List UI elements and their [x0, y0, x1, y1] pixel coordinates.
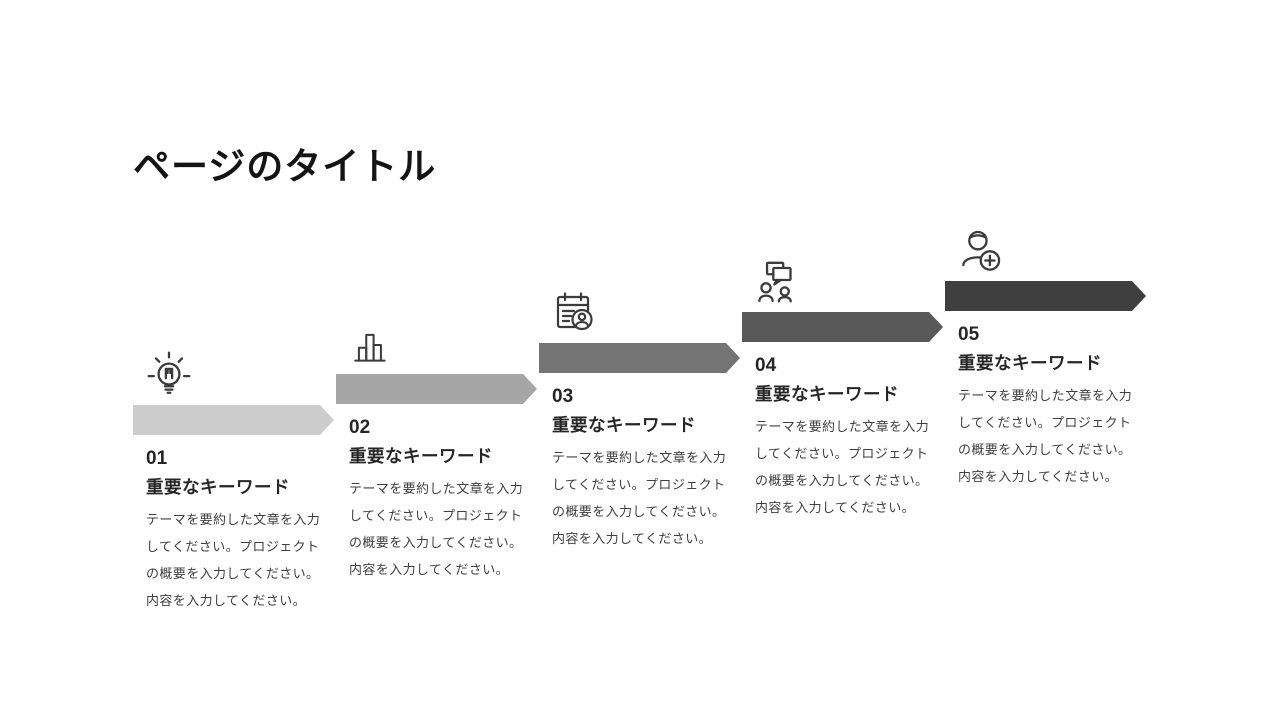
- step-01: 01 重要なキーワード テーマを要約した文章を入力 してください。プロジェクト …: [133, 349, 343, 614]
- step-description: テーマを要約した文章を入力 してください。プロジェクト の概要を入力してください…: [552, 450, 727, 547]
- step-arrow: [539, 343, 740, 373]
- step-text-block: 04 重要なキーワード テーマを要約した文章を入力 してください。プロジェクト …: [742, 356, 950, 521]
- step-arrow: [945, 281, 1146, 311]
- step-arrow: [336, 374, 537, 404]
- step-description: テーマを要約した文章を入力 してください。プロジェクト の概要を入力してください…: [755, 419, 930, 516]
- step-number: 02: [349, 417, 371, 438]
- step-text-block: 05 重要なキーワード テーマを要約した文章を入力 してください。プロジェクト …: [945, 325, 1153, 490]
- step-arrow: [742, 312, 943, 342]
- step-number: 05: [958, 324, 980, 345]
- step-text-block: 02 重要なキーワード テーマを要約した文章を入力 してください。プロジェクト …: [336, 418, 544, 583]
- step-number: 01: [146, 448, 168, 469]
- step-05: 05 重要なキーワード テーマを要約した文章を入力 してください。プロジェクト …: [945, 225, 1155, 490]
- step-text-block: 01 重要なキーワード テーマを要約した文章を入力 してください。プロジェクト …: [133, 449, 341, 614]
- step-description: テーマを要約した文章を入力 してください。プロジェクト の概要を入力してください…: [146, 512, 321, 609]
- step-keyword: 重要なキーワード: [349, 446, 493, 466]
- step-keyword: 重要なキーワード: [552, 415, 696, 435]
- step-keyword: 重要なキーワード: [755, 384, 899, 404]
- step-number: 03: [552, 386, 574, 407]
- idea-lightbulb-icon: [133, 349, 343, 405]
- step-02: 02 重要なキーワード テーマを要約した文章を入力 してください。プロジェクト …: [336, 318, 546, 583]
- step-number: 04: [755, 355, 777, 376]
- step-keyword: 重要なキーワード: [958, 353, 1102, 373]
- page-title: ページのタイトル: [133, 146, 437, 187]
- bar-chart-icon: [336, 318, 546, 374]
- step-03: 03 重要なキーワード テーマを要約した文章を入力 してください。プロジェクト …: [539, 287, 749, 552]
- step-arrow: [133, 405, 334, 435]
- add-user-icon: [945, 225, 1155, 281]
- step-description: テーマを要約した文章を入力 してください。プロジェクト の概要を入力してください…: [958, 388, 1133, 485]
- step-keyword: 重要なキーワード: [146, 477, 290, 497]
- discussion-people-icon: [742, 256, 952, 312]
- calendar-person-icon: [539, 287, 749, 343]
- step-text-block: 03 重要なキーワード テーマを要約した文章を入力 してください。プロジェクト …: [539, 387, 747, 552]
- step-description: テーマを要約した文章を入力 してください。プロジェクト の概要を入力してください…: [349, 481, 524, 578]
- step-04: 04 重要なキーワード テーマを要約した文章を入力 してください。プロジェクト …: [742, 256, 952, 521]
